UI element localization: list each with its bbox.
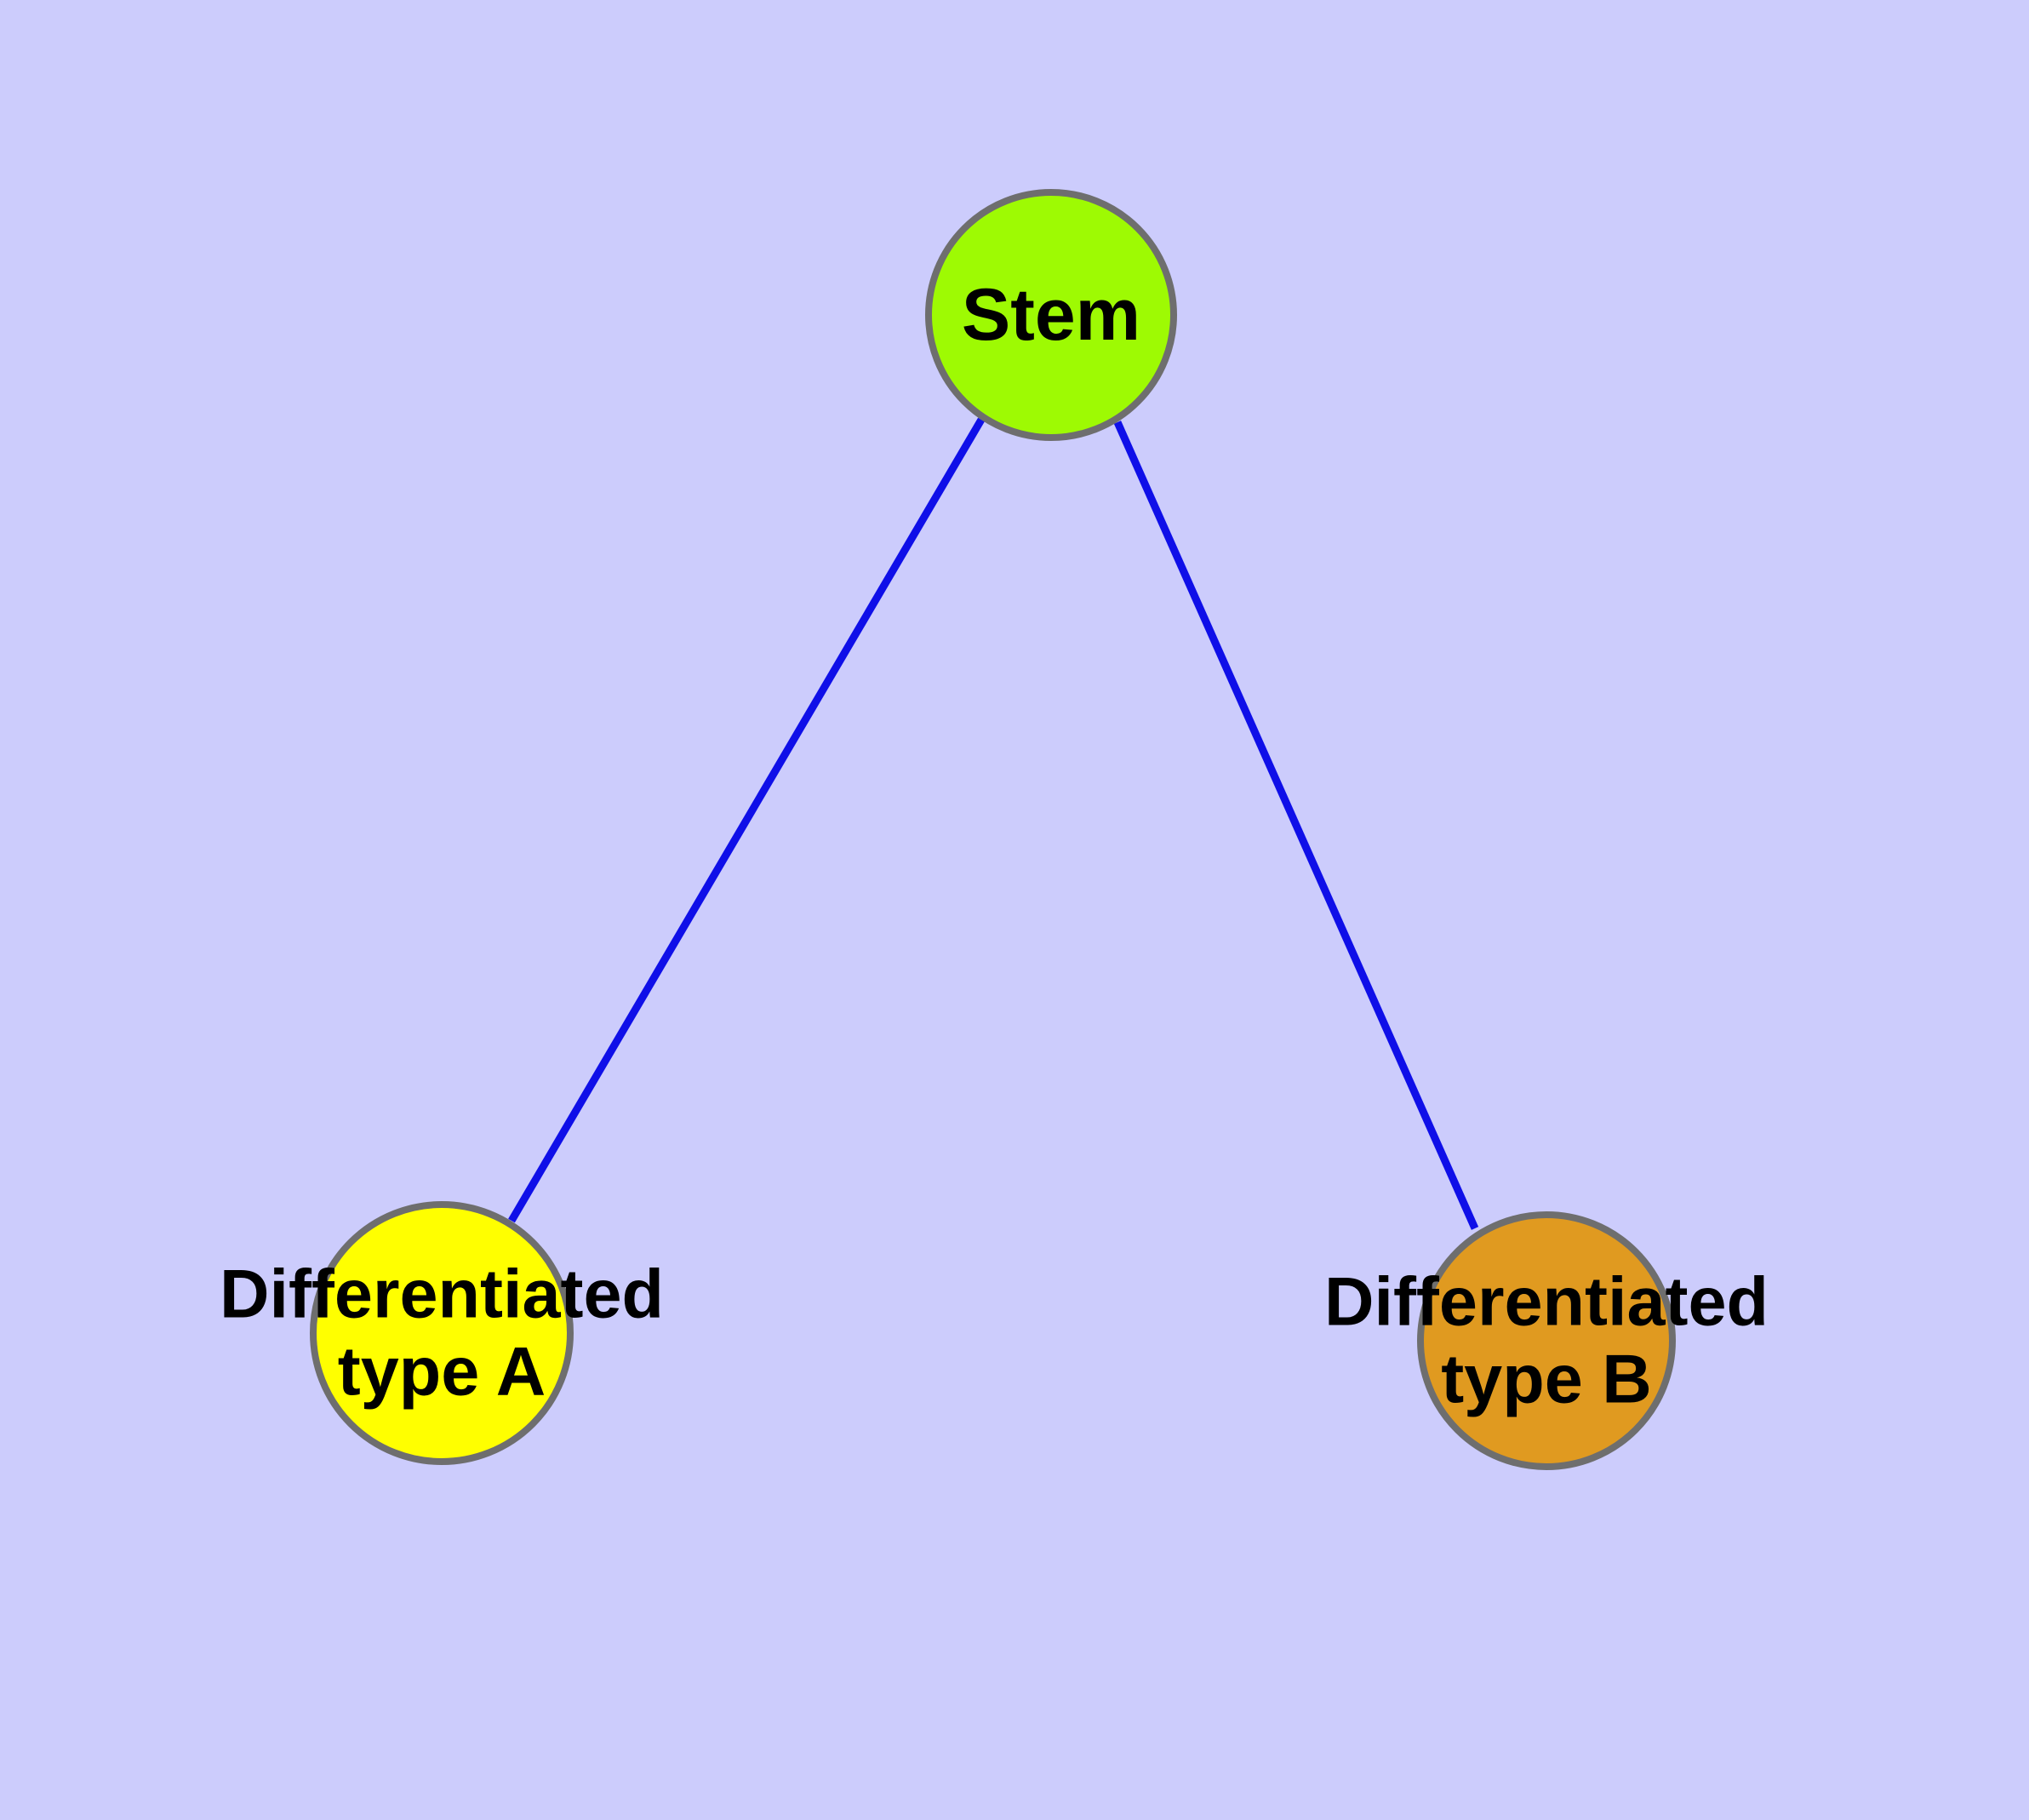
node-stem[interactable]: Stem [925,189,1177,441]
node-differentiated-type-a[interactable]: Differentiated type A [220,1201,664,1465]
edge-stem-to-diff-b[interactable] [1113,421,1479,1230]
node-differentiated-type-b[interactable]: Differentiated type B [1324,1211,1769,1470]
edge-stem-to-diff-a[interactable] [508,417,985,1223]
node-stem-label: Stem [961,273,1141,356]
